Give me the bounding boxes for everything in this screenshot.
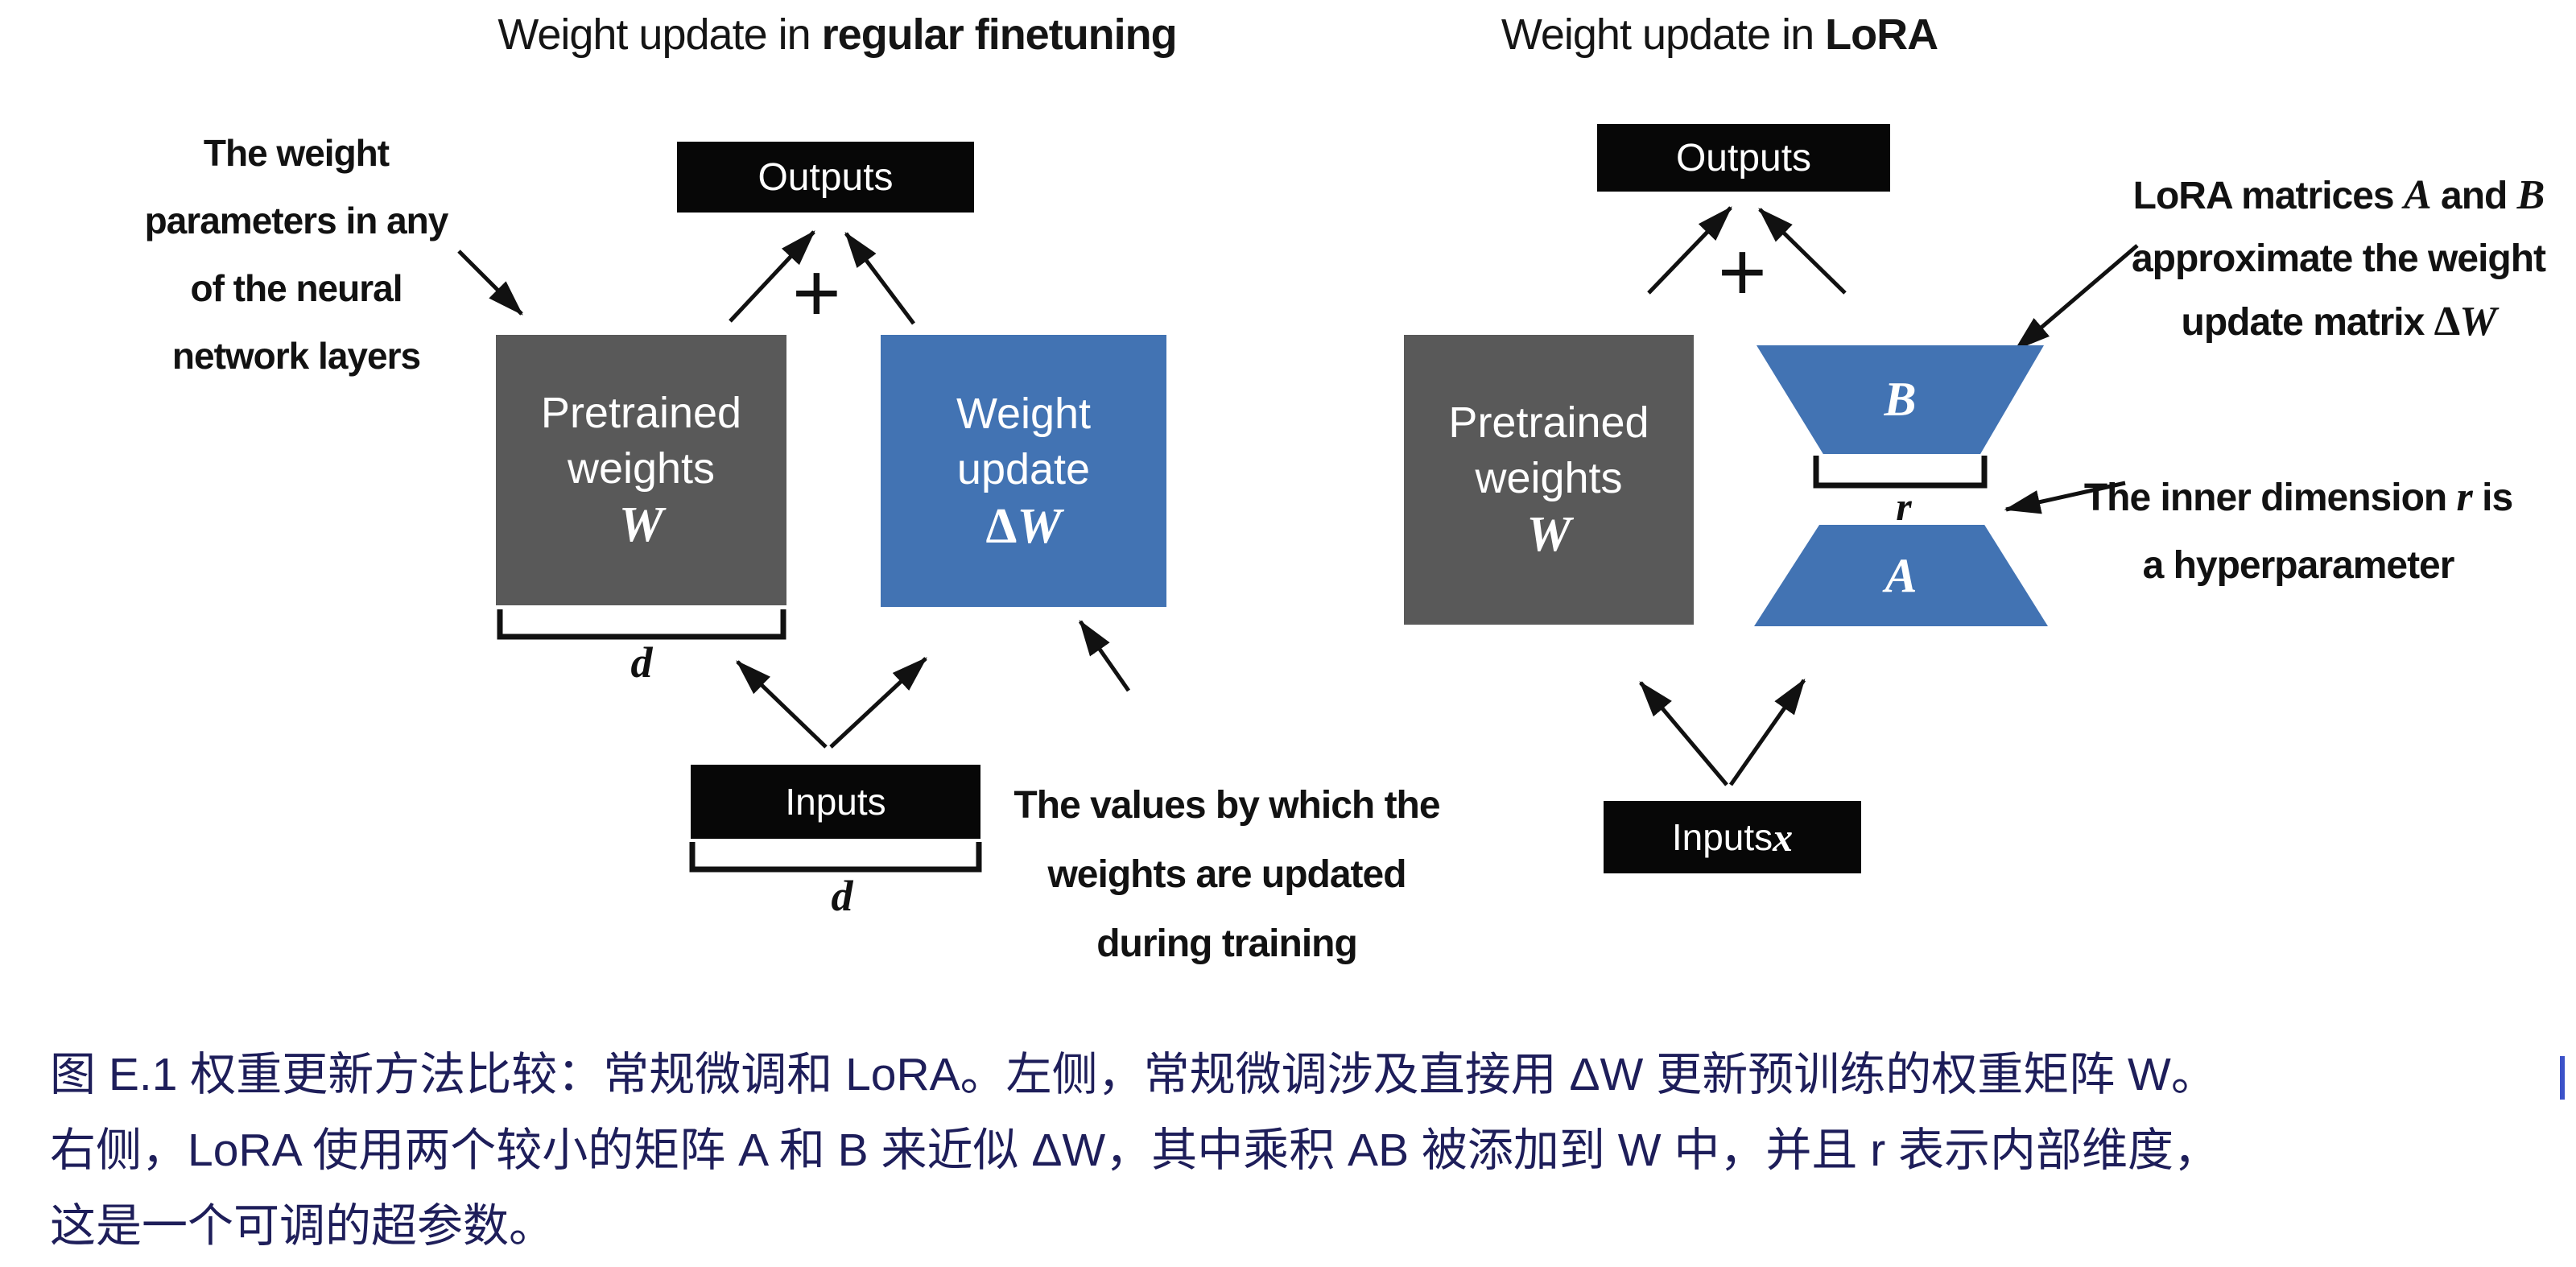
outputs-box-right: Outputs <box>1597 124 1890 192</box>
inputs-symbol-x: x <box>1773 815 1794 860</box>
right-title: Weight update in LoRA <box>1277 10 2162 60</box>
bracket-d-inputs <box>689 842 982 873</box>
update-line2: update <box>956 444 1091 493</box>
left-title-prefix: Weight update in <box>497 10 822 59</box>
outputs-label-left: Outputs <box>758 155 894 199</box>
weight-update-box: Weight update ΔW <box>881 335 1166 607</box>
lora-matrix-b: B <box>1757 345 2044 454</box>
plus-sign-left: + <box>792 246 841 340</box>
arrow-ba-to-outputs-right <box>1758 208 1847 295</box>
dim-label-d-weights: d <box>630 638 653 687</box>
bracket-r <box>1813 456 1988 489</box>
pretrained-right-symbol-W: W <box>1526 507 1571 563</box>
note-values-updated: The values by which the weights are upda… <box>1013 784 1440 965</box>
matrix-a-label: A <box>1885 548 1918 602</box>
pretrained-line2: weights <box>567 444 716 493</box>
caption-line-3: 这是一个可调的超参数。 <box>50 1200 555 1252</box>
note-lora-matrices: LoRA matrices A and B approximate the we… <box>2131 172 2546 345</box>
arrow-update-to-outputs-left <box>844 232 915 325</box>
plus-sign-right: + <box>1718 225 1767 319</box>
outputs-label-right: Outputs <box>1675 136 1812 180</box>
arrow-note-values-to-update <box>1078 619 1131 692</box>
pretrained-line1: Pretrained <box>540 389 742 438</box>
pretrained-right-line1: Pretrained <box>1448 398 1649 448</box>
note-inner-dimension: The inner dimension r is a hyperparamete… <box>2083 474 2513 587</box>
text-cursor <box>2560 1056 2565 1100</box>
matrix-b-label: B <box>1884 373 1917 426</box>
rank-label-r: r <box>1896 484 1912 529</box>
figure-caption: 图 E.1 权重更新方法比较：常规微调和 LoRA。左侧，常规微调涉及直接用 Δ… <box>50 1037 2574 1264</box>
update-line1: Weight <box>956 389 1092 438</box>
arrow-inputs-to-a-right <box>1728 678 1806 786</box>
pretrained-right-line2: weights <box>1475 454 1623 503</box>
caption-line-2: 右侧，LoRA 使用两个较小的矩阵 A 和 B 来近似 ΔW，其中乘积 AB 被… <box>50 1125 2220 1176</box>
arrow-inputs-to-pretrained-left <box>736 660 828 749</box>
arrow-inputs-to-update-left <box>829 657 927 749</box>
caption-line-1: 图 E.1 权重更新方法比较：常规微调和 LoRA。左侧，常规微调涉及直接用 Δ… <box>50 1049 2217 1100</box>
pretrained-weights-box-left: Pretrained weights W <box>496 335 786 605</box>
bracket-d-pretrained <box>497 609 786 640</box>
update-symbol-deltaW: ΔW <box>985 498 1062 554</box>
dim-label-d-inputs: d <box>831 872 853 920</box>
outputs-box-left: Outputs <box>677 142 974 213</box>
inputs-label-left: Inputs <box>785 781 886 823</box>
arrow-inputs-to-pretrained-right <box>1639 681 1728 786</box>
note-weight-parameters: The weight parameters in any of the neur… <box>144 132 449 377</box>
right-title-prefix: Weight update in <box>1501 10 1826 59</box>
pretrained-symbol-W: W <box>618 497 664 553</box>
left-title: Weight update in regular finetuning <box>394 10 1280 60</box>
inputs-box-right: Inputs x <box>1604 801 1861 873</box>
lora-matrix-a: A <box>1754 525 2048 626</box>
left-title-bold: regular finetuning <box>821 10 1178 59</box>
inputs-box-left: Inputs <box>691 765 980 839</box>
right-title-bold: LoRA <box>1825 10 1938 59</box>
inputs-label-right: Inputs <box>1671 816 1773 858</box>
pretrained-weights-box-right: Pretrained weights W <box>1404 335 1694 625</box>
